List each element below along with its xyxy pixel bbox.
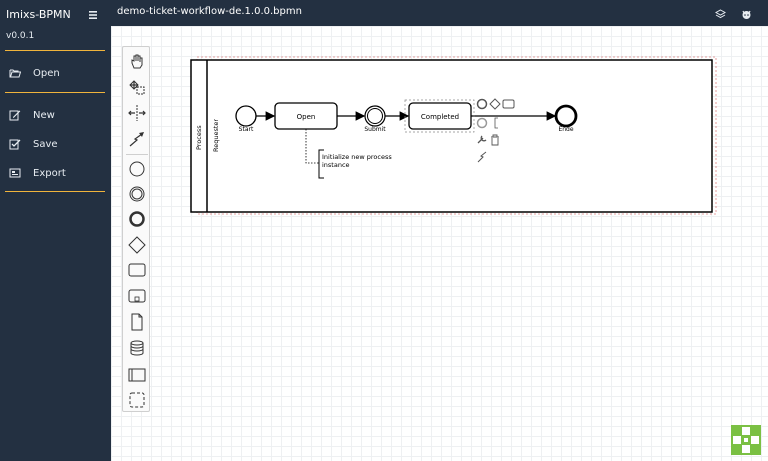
end-event-icon[interactable] (127, 209, 147, 229)
export-icon (9, 168, 21, 178)
tool-palette (122, 46, 150, 412)
export-label: Export (33, 167, 66, 179)
data-store-icon[interactable] (127, 338, 147, 358)
sidebar: Imixs-BPMN v0.0.1 Open New Save (0, 0, 111, 461)
gateway-icon[interactable] (127, 235, 147, 255)
subprocess-icon[interactable] (127, 286, 147, 306)
space-tool-icon[interactable] (127, 103, 147, 123)
divider (5, 50, 105, 51)
lasso-tool-icon[interactable] (127, 77, 147, 97)
end-label: Ende (558, 126, 573, 133)
app-version: v0.0.1 (6, 31, 35, 41)
start-event[interactable] (235, 105, 257, 127)
selection-outline (404, 99, 475, 133)
task-completed[interactable] (408, 102, 472, 130)
participant-icon[interactable] (127, 365, 147, 385)
association[interactable] (305, 129, 319, 164)
edit-icon (9, 110, 21, 121)
trash-icon[interactable] (491, 134, 499, 146)
file-title: demo-ticket-workflow-de.1.0.0.bpmn (117, 6, 302, 17)
connect-tool-icon[interactable] (127, 129, 147, 149)
wrench-icon[interactable] (477, 135, 487, 144)
save-label: Save (33, 138, 58, 150)
divider (5, 92, 105, 93)
annotation-line1: Initialize new process (322, 153, 392, 161)
export-button[interactable]: Export (0, 162, 111, 184)
layers-icon[interactable] (715, 9, 726, 20)
header: demo-ticket-workflow-de.1.0.0.bpmn (111, 0, 768, 26)
text-annotation[interactable] (318, 149, 324, 179)
task-open-label: Open (297, 113, 316, 121)
connect-icon[interactable] (477, 151, 487, 163)
menu-icon[interactable] (88, 10, 98, 20)
group-icon[interactable] (127, 390, 147, 410)
open-label: Open (33, 67, 60, 79)
task-icon[interactable] (127, 260, 147, 280)
pool-label: Process (195, 125, 203, 150)
start-event-icon[interactable] (127, 159, 147, 179)
palette-separator (126, 154, 148, 155)
intermediate-event-icon[interactable] (127, 184, 147, 204)
save-button[interactable]: Save (0, 133, 111, 155)
folder-open-icon (9, 69, 21, 78)
append-task-icon[interactable] (502, 99, 515, 109)
bpmn-diagram[interactable]: Process Requester Start Open Submit Comp… (185, 55, 725, 220)
append-gateway-icon[interactable] (489, 98, 501, 110)
hand-tool-icon[interactable] (127, 52, 147, 72)
new-label: New (33, 109, 55, 121)
open-button[interactable]: Open (0, 62, 111, 84)
pool[interactable] (190, 59, 713, 213)
lane-label: Requester (212, 119, 220, 152)
start-label: Start (239, 126, 254, 133)
append-event-icon[interactable] (476, 98, 488, 110)
new-button[interactable]: New (0, 104, 111, 126)
submit-label: Submit (364, 126, 386, 133)
task-completed-label: Completed (421, 113, 459, 121)
app-title: Imixs-BPMN (6, 8, 71, 21)
save-icon (9, 139, 21, 150)
append-intermediate-icon[interactable] (476, 117, 488, 129)
github-icon[interactable] (741, 9, 752, 20)
divider (5, 191, 105, 192)
end-event[interactable] (554, 104, 578, 128)
data-object-icon[interactable] (127, 312, 147, 332)
append-annotation-icon[interactable] (494, 117, 498, 129)
annotation-line2: instance (322, 161, 350, 169)
imixs-logo (731, 425, 761, 455)
